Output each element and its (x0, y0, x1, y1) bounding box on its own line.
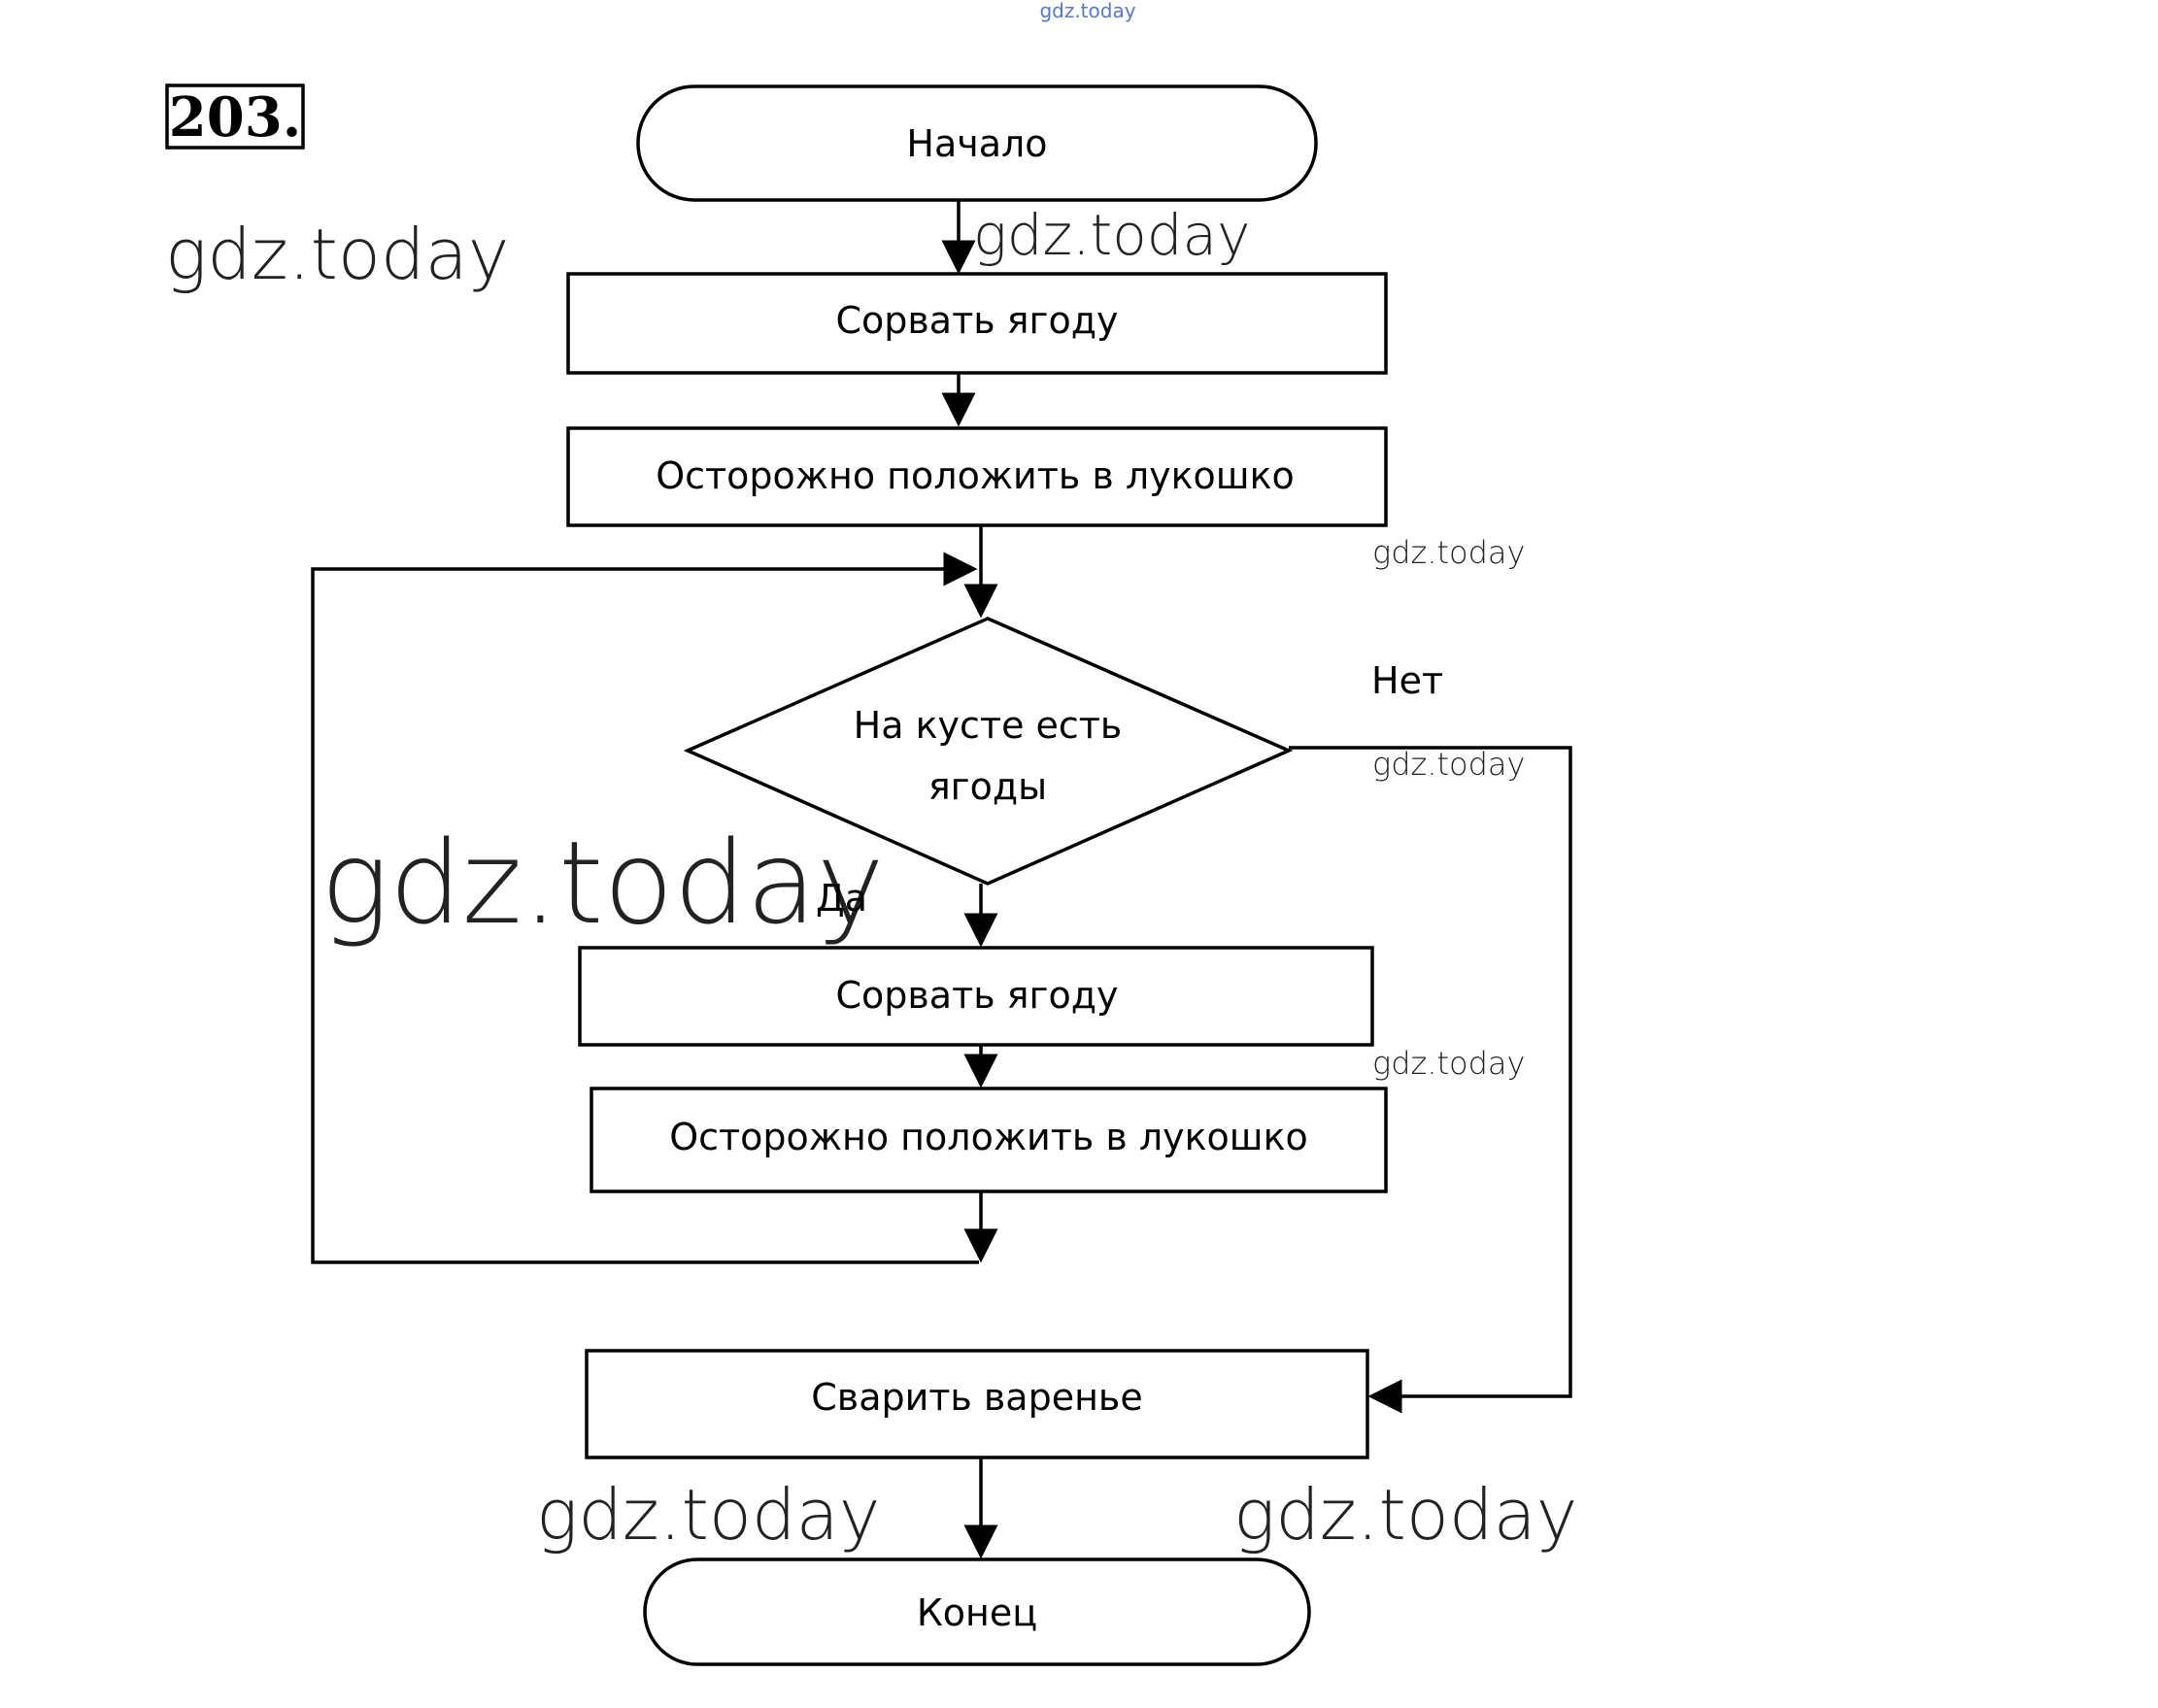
end-label: Конец (917, 1591, 1037, 1634)
problem-number-box (165, 84, 305, 150)
decision-line-1: На кусте есть (854, 704, 1123, 747)
loop-back-connector (311, 552, 979, 1264)
branch-yes-label: Да (816, 877, 867, 920)
cook-jam-label: Сварить варенье (811, 1376, 1142, 1419)
watermark-large-left: gdz.today (320, 816, 885, 950)
end-terminator (643, 1557, 1311, 1666)
watermark-right-3: gdz.today (1372, 1045, 1525, 1082)
pick-berry-2-box (578, 946, 1374, 1047)
watermark-left-top: gdz.today (165, 214, 509, 295)
arrow-no-to-cook (1289, 746, 1572, 1414)
decision-line-2: ягоды (928, 765, 1047, 808)
watermark-top: gdz.today (1039, 0, 1135, 22)
watermark-bottom-right: gdz.today (1233, 1474, 1577, 1556)
watermark-right-1: gdz.today (1372, 534, 1525, 571)
watermark-bottom-left: gdz.today (536, 1474, 880, 1556)
watermark-right-2: gdz.today (1372, 746, 1525, 783)
place-basket-1-box (566, 426, 1388, 527)
pick-berry-1-label: Сорвать ягоду (835, 299, 1118, 342)
place-basket-2-box (590, 1087, 1388, 1193)
place-basket-1-label: Осторожно положить в лукошко (656, 454, 1295, 497)
watermark-near-start: gdz.today (973, 202, 1250, 268)
start-label: Начало (906, 122, 1047, 165)
pick-berry-2-label: Сорвать ягоду (835, 974, 1118, 1017)
problem-number: 203. (169, 85, 301, 150)
start-terminator (636, 84, 1318, 202)
cook-jam-box (585, 1349, 1369, 1459)
branch-no-label: Нет (1371, 659, 1443, 702)
pick-berry-1-box (566, 272, 1388, 375)
place-basket-2-label: Осторожно положить в лукошко (669, 1116, 1308, 1158)
decision-diamond (683, 617, 1294, 886)
